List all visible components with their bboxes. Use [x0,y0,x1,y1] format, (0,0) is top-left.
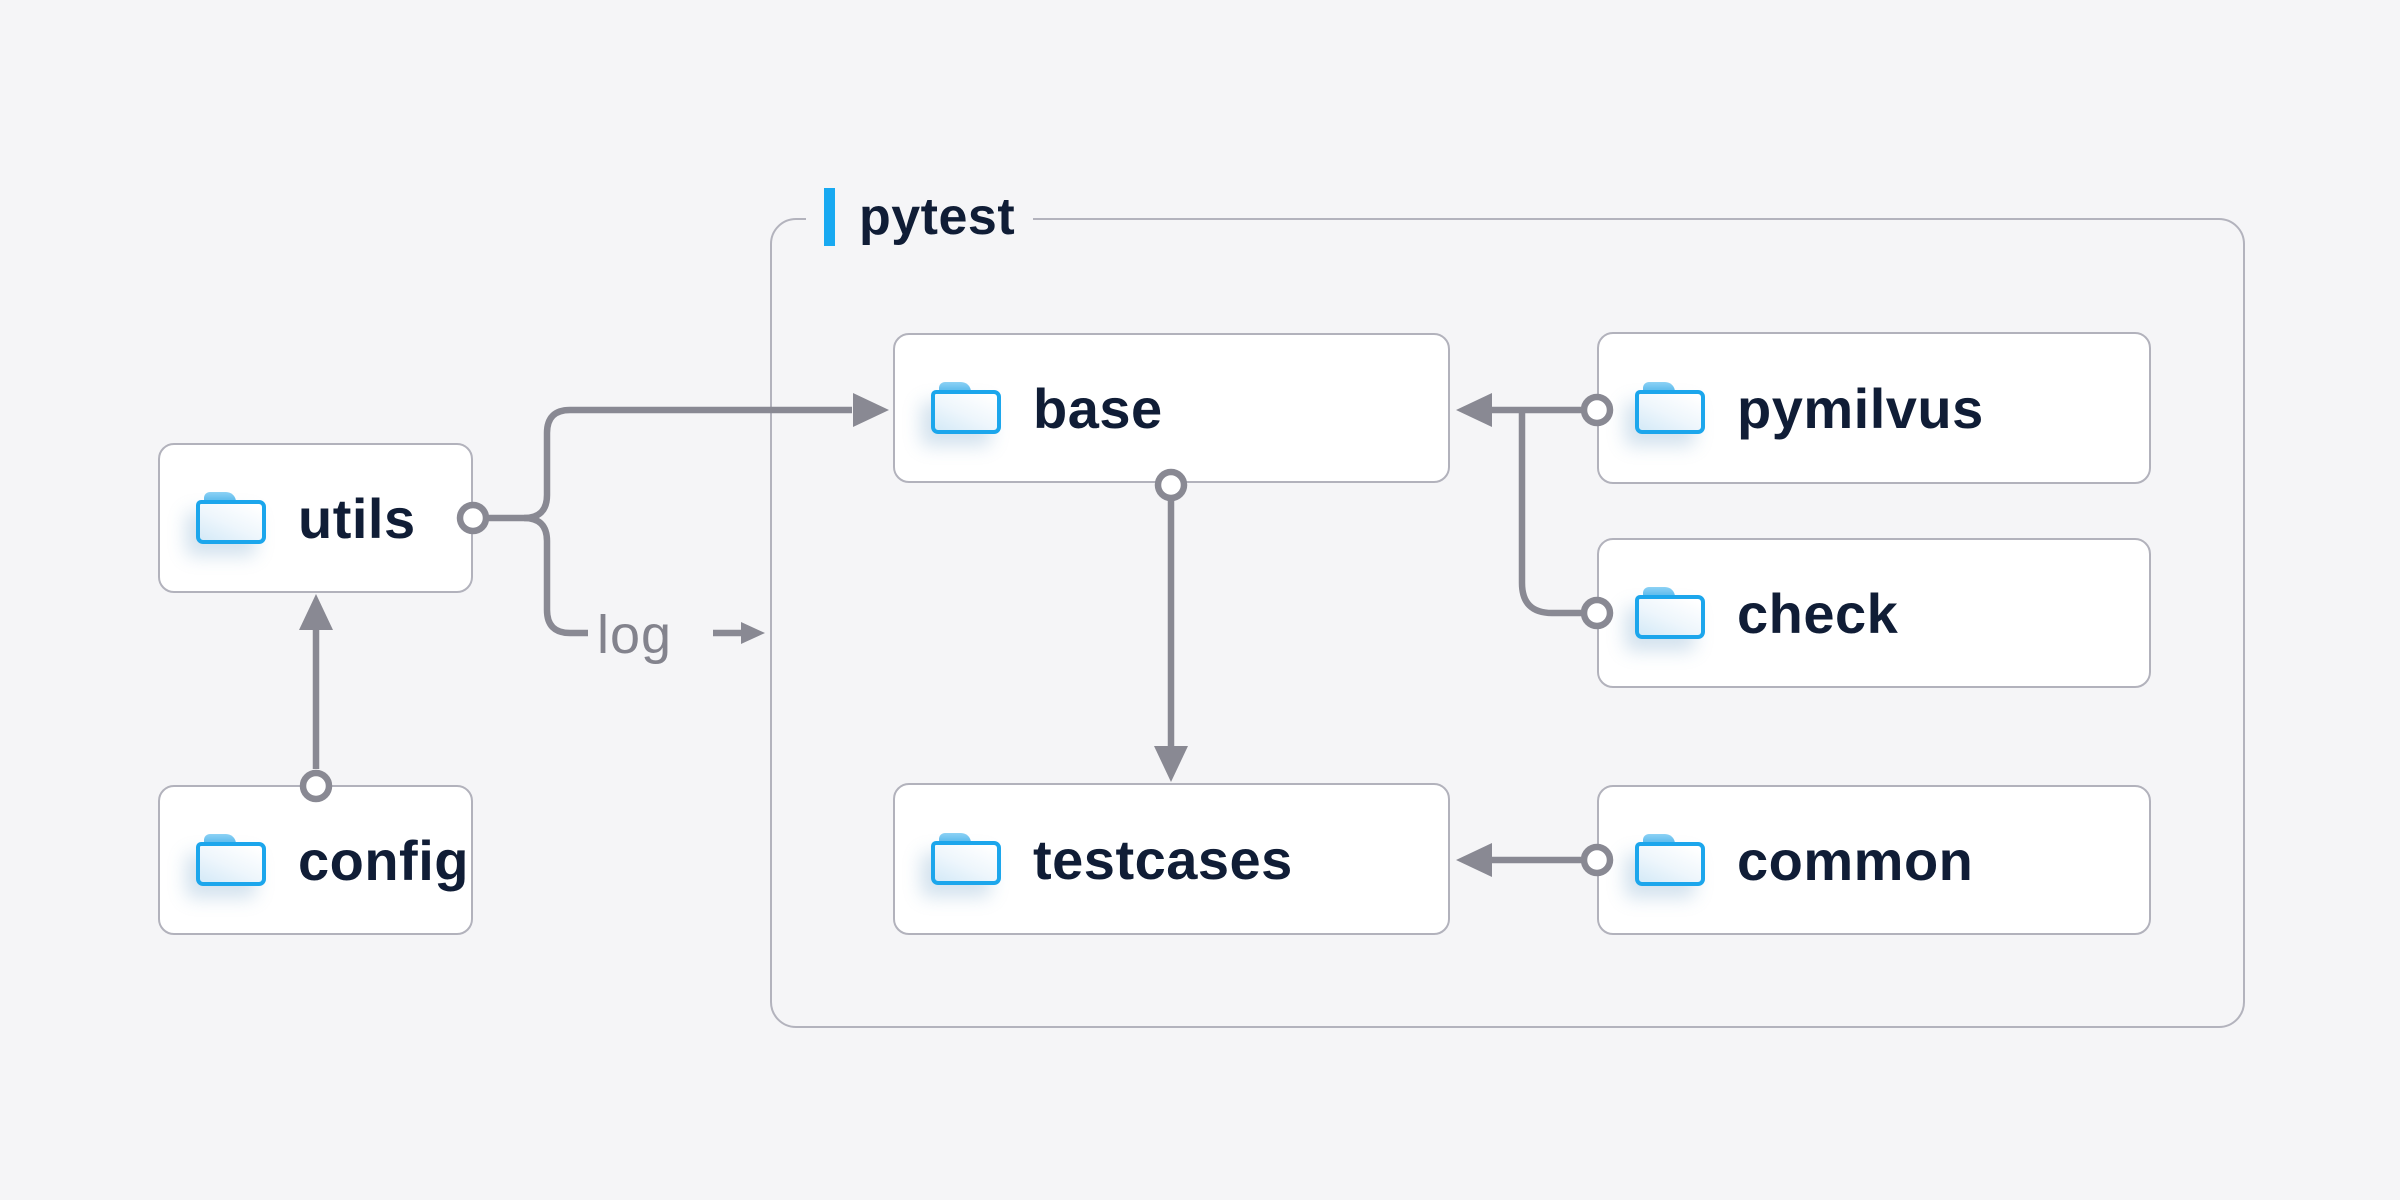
pytest-container-label: pytest [806,186,1034,248]
node-utils: utils [158,443,473,593]
folder-icon [1635,587,1705,639]
node-pymilvus: pymilvus [1597,332,2151,484]
folder-icon [196,834,266,886]
node-label: pymilvus [1737,376,1984,440]
node-testcases: testcases [893,783,1450,935]
node-config: config [158,785,473,935]
node-label: common [1737,828,1974,892]
node-base: base [893,333,1450,483]
node-check: check [1597,538,2151,688]
node-label: base [1033,376,1163,440]
edge-config-utils [299,594,333,769]
folder-icon [196,492,266,544]
node-label: testcases [1033,827,1293,891]
folder-icon [931,382,1001,434]
node-common: common [1597,785,2151,935]
folder-icon [931,833,1001,885]
edge-label-log: log [597,605,673,665]
node-label: check [1737,581,1899,645]
accent-bar-icon [824,188,835,246]
node-label: utils [298,486,416,550]
folder-icon [1635,382,1705,434]
log-arrow-icon [741,622,765,644]
container-label-text: pytest [859,188,1016,246]
pytest-container [770,218,2245,1028]
folder-icon [1635,834,1705,886]
node-label: config [298,828,469,892]
